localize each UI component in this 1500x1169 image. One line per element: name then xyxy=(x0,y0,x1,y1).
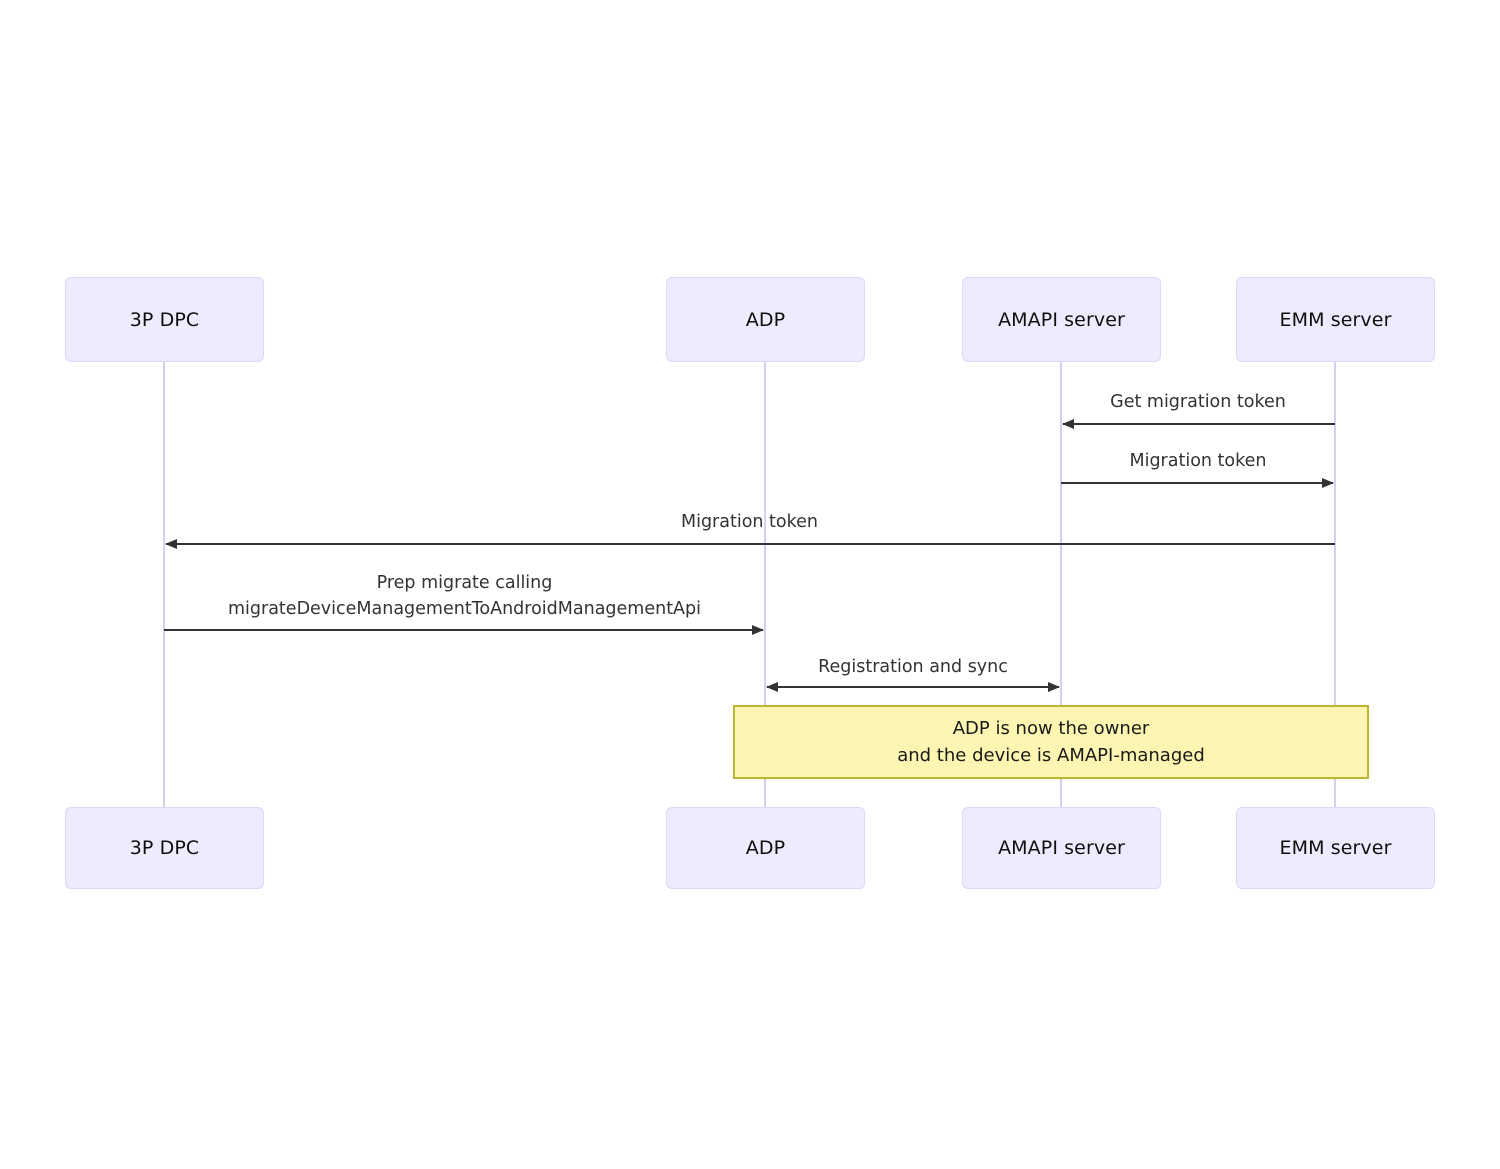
participant-bottom-dpc[interactable]: 3P DPC xyxy=(65,807,264,889)
message-label-line2: migrateDeviceManagementToAndroidManageme… xyxy=(228,599,701,619)
note-line-2: and the device is AMAPI-managed xyxy=(897,745,1205,766)
message-label-line1: Prep migrate calling xyxy=(376,573,553,593)
participant-label: 3P DPC xyxy=(129,308,200,331)
message-label-migration-token-to-dpc: Migration token xyxy=(680,512,818,532)
note-line-1: ADP is now the owner xyxy=(952,718,1150,739)
participant-label: ADP xyxy=(745,308,786,331)
participant-top-adp[interactable]: ADP xyxy=(666,277,865,362)
participant-bottom-emm[interactable]: EMM server xyxy=(1236,807,1435,889)
participant-label: EMM server xyxy=(1279,308,1392,331)
message-label-get-migration-token: Get migration token xyxy=(1110,392,1286,412)
note-adp-owner: ADP is now the owner and the device is A… xyxy=(733,705,1369,779)
participant-bottom-adp[interactable]: ADP xyxy=(666,807,865,889)
participant-top-emm[interactable]: EMM server xyxy=(1236,277,1435,362)
participant-label: AMAPI server xyxy=(998,308,1125,331)
participant-label: AMAPI server xyxy=(998,837,1125,859)
participant-label: 3P DPC xyxy=(129,837,200,859)
participant-top-amapi[interactable]: AMAPI server xyxy=(962,277,1161,362)
participant-label: EMM server xyxy=(1279,837,1392,859)
participant-label: ADP xyxy=(745,837,786,859)
message-label-registration-and-sync: Registration and sync xyxy=(818,657,1008,677)
message-arrows xyxy=(164,419,1335,692)
participant-bottom-amapi[interactable]: AMAPI server xyxy=(962,807,1161,889)
message-label-prep-migrate: Prep migrate calling migrateDeviceManage… xyxy=(164,570,765,622)
message-label-migration-token-to-emm: Migration token xyxy=(1129,451,1267,471)
participant-top-dpc[interactable]: 3P DPC xyxy=(65,277,264,362)
